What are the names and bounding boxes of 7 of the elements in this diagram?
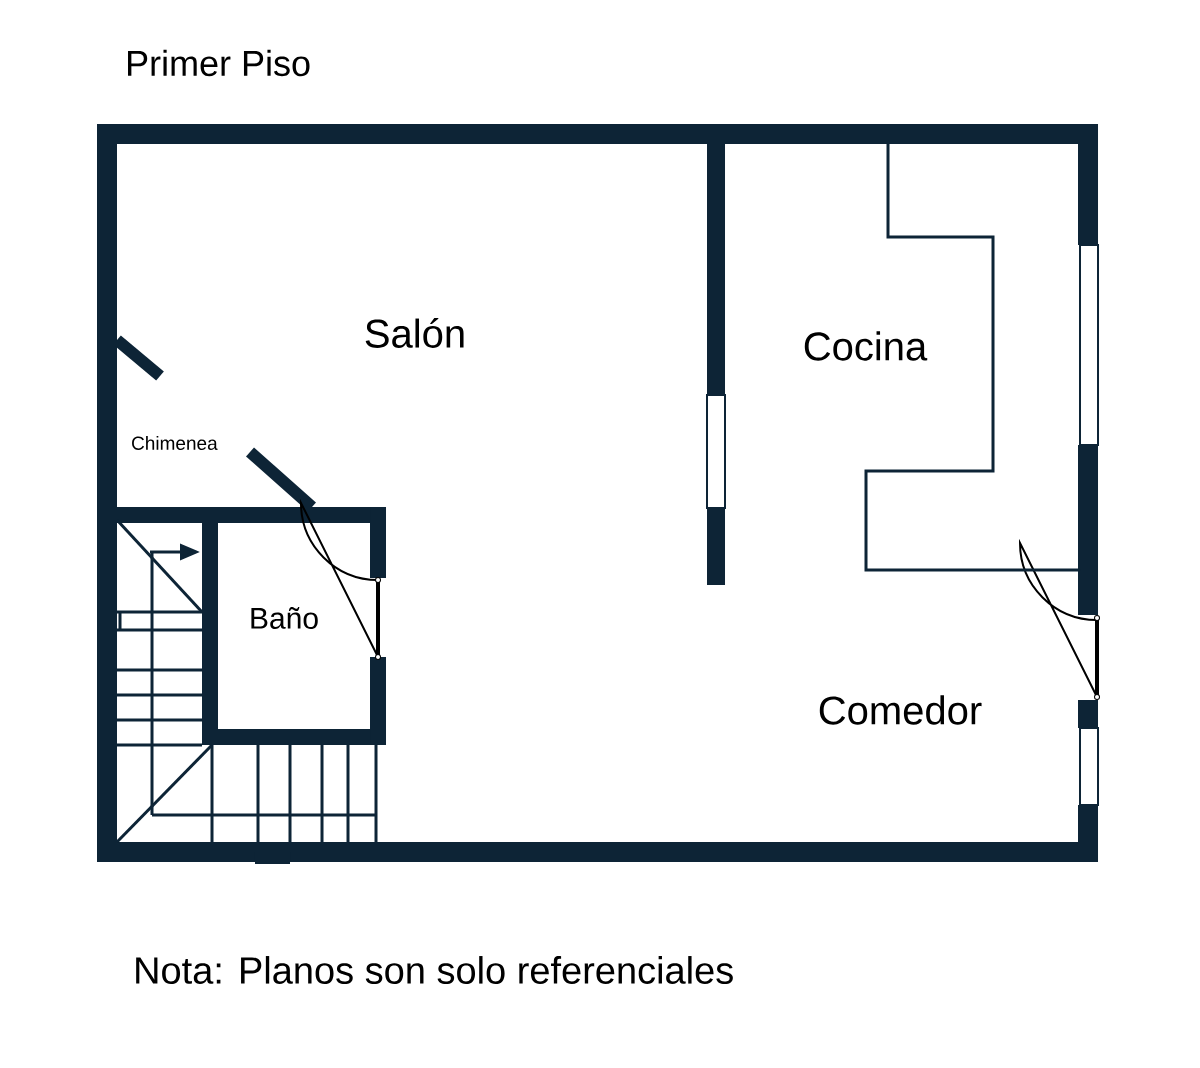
- title: Primer Piso: [128, 49, 310, 77]
- room-label: Salón: [365, 318, 464, 348]
- note-text: Nota: Planos son solo referenciales: [136, 956, 733, 984]
- room-label: Baño: [246, 605, 322, 631]
- fireplace-label: Chimenea: [132, 436, 218, 450]
- room-label: Cocina: [804, 331, 928, 361]
- room-label: Comedor: [819, 695, 982, 725]
